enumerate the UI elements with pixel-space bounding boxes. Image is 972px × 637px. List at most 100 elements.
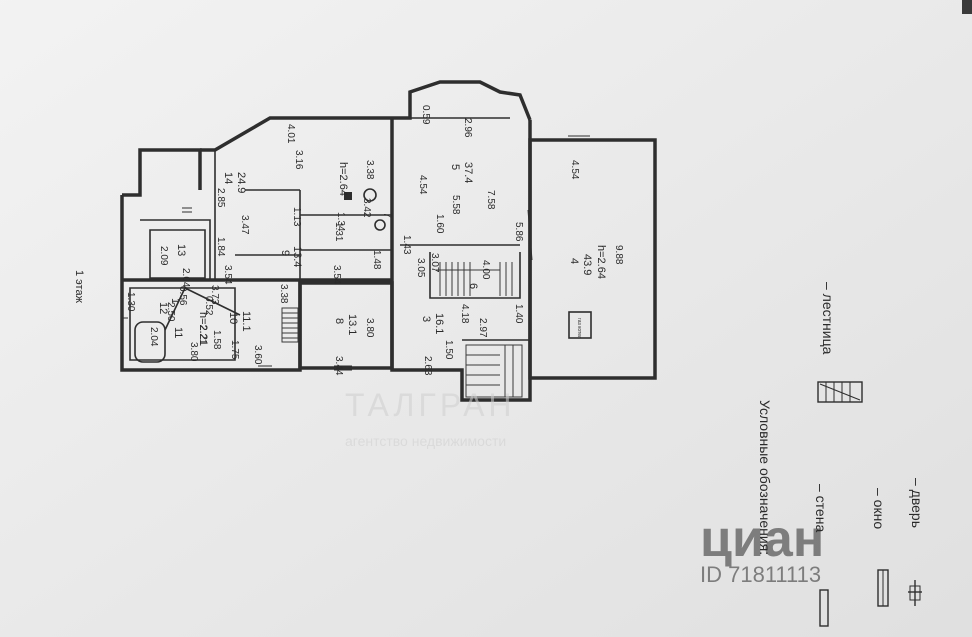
room-8-area: 13.1 <box>346 314 358 335</box>
dimension: 5.58 <box>450 195 461 215</box>
room-14-number: 14 <box>222 172 234 184</box>
legend-door: – дверь <box>908 478 925 606</box>
stair-entrance <box>465 344 523 398</box>
dimension: 1.43 <box>401 235 412 255</box>
wall-symbol <box>819 589 829 627</box>
dimension: 4.54 <box>417 175 428 195</box>
dimension: 0.59 <box>420 105 431 125</box>
window-marks <box>122 135 590 371</box>
room-7-number: 7 <box>381 212 393 218</box>
dimension: 1.40 <box>513 304 524 324</box>
room-3-area: 16.1 <box>433 313 445 334</box>
dimension: 2.96 <box>462 118 473 138</box>
dimension: 1.84 <box>215 237 226 257</box>
legend-wall-label: – стена <box>813 484 829 532</box>
dimension: 3.80 <box>364 318 375 338</box>
room-9-number: 9 <box>279 250 291 256</box>
dimension: 4.54 <box>569 160 580 180</box>
dimension: 3.42 <box>361 198 372 218</box>
watermarks: ТАЛГРАН агентство недвижимости циан ID 7… <box>345 387 824 587</box>
dimension: 0.52 <box>203 296 214 316</box>
room-11-height: h=2.21 <box>197 312 209 346</box>
dimension: 3.38 <box>364 160 375 180</box>
bathtub-icon <box>134 321 166 363</box>
dimension: 3.80 <box>188 342 199 362</box>
dimension: 3.05 <box>415 258 426 278</box>
dimension: 1.75 <box>229 340 240 360</box>
chimney-icon <box>344 192 352 200</box>
dimension: 2.63 <box>422 356 433 376</box>
dimension: 3.54 <box>222 265 233 285</box>
dimension: 4.00 <box>480 260 491 280</box>
room-14-height: h=2.64 <box>337 162 349 196</box>
dimension: 3.38 <box>278 284 289 304</box>
room-10-number: 10 <box>227 312 239 324</box>
basin-icon <box>374 219 386 231</box>
room-13-number: 13 <box>175 244 187 256</box>
dimension: 1.58 <box>211 330 222 350</box>
room-1-number: 1 <box>169 298 181 304</box>
dimension: 2.85 <box>215 188 226 208</box>
room-12-number: 12 <box>157 302 169 314</box>
room-4-height: h=2.64 <box>595 245 607 279</box>
legend-window-label: – окно <box>871 488 887 529</box>
dimension: 1.34 <box>335 212 346 232</box>
dimension: 3.73 <box>209 285 220 305</box>
room-10-area: 11.1 <box>240 311 252 332</box>
room-3-number: 3 <box>420 316 432 322</box>
dimension: 1.30 <box>125 292 136 312</box>
room-8-number: 8 <box>333 318 345 324</box>
room-6-number: 6 <box>467 283 479 289</box>
room-5-number: 5 <box>449 164 461 170</box>
boiler-label: газ котел <box>576 318 582 339</box>
dimension-labels: 4.01 3.16 3.38 3.42 2.85 3.47 1.13 1.34 … <box>125 105 624 376</box>
dimension: 2.04 <box>148 327 159 347</box>
legend-wall: – стена <box>813 484 829 627</box>
dimension: 9.88 <box>613 245 624 265</box>
stair-room-10 <box>281 307 299 343</box>
dimension: 4.18 <box>459 304 470 324</box>
dimension: 3.47 <box>239 215 250 235</box>
boiler-box <box>568 311 592 339</box>
stair-symbol <box>817 381 863 403</box>
dimension: 2.09 <box>158 246 169 266</box>
room-labels: 14 24.9 h=2.64 5 37.4 4 43.9 h=2.64 13 9… <box>157 162 607 346</box>
dimension: 3.54 <box>331 265 342 285</box>
dimension: 0.56 <box>177 286 188 306</box>
dimension: 7.58 <box>485 190 496 210</box>
dimension: 3.07 <box>429 253 440 273</box>
dimension: 1.31 <box>333 222 344 242</box>
room-4-area: 43.9 <box>581 254 593 275</box>
dimension: 2.97 <box>477 318 488 338</box>
room-9-area: 13.4 <box>291 246 303 267</box>
dimension: 3.60 <box>252 345 263 365</box>
legend-window: – окно <box>871 488 889 607</box>
room-5-area: 37.4 <box>462 162 474 183</box>
agency-watermark: ТАЛГРАН <box>345 387 516 423</box>
dimension: 2.21 <box>197 325 208 345</box>
dimension: 5.86 <box>513 222 524 242</box>
dimension: 2.50 <box>165 302 176 322</box>
legend-stair-label: – лестница <box>820 282 836 355</box>
agency-watermark-sub: агентство недвижимости <box>345 433 506 449</box>
dimension: 1.50 <box>443 340 454 360</box>
legend: Условные обозначения: – стена – окно – д… <box>757 282 925 627</box>
site-watermark: циан <box>700 510 824 568</box>
floor-label: 1 этаж <box>73 270 85 304</box>
listing-id-watermark: ID 71811113 <box>700 562 821 587</box>
dimension: 4.01 <box>285 124 296 144</box>
toilet-icon <box>363 188 377 202</box>
room-4-number: 4 <box>568 258 580 264</box>
dimension: 1.48 <box>371 250 382 270</box>
sheet-edge-mark <box>962 0 972 14</box>
room-11-number: 11 <box>172 327 184 338</box>
dimension: 2.04 <box>180 268 191 288</box>
room-14-area: 24.9 <box>235 172 247 193</box>
legend-stair: – лестница <box>817 282 863 403</box>
legend-title: Условные обозначения: <box>757 400 773 555</box>
floor-plan: газ котел <box>120 80 657 402</box>
dimension: 1.13 <box>291 207 302 227</box>
dimension: 3.16 <box>293 150 304 170</box>
